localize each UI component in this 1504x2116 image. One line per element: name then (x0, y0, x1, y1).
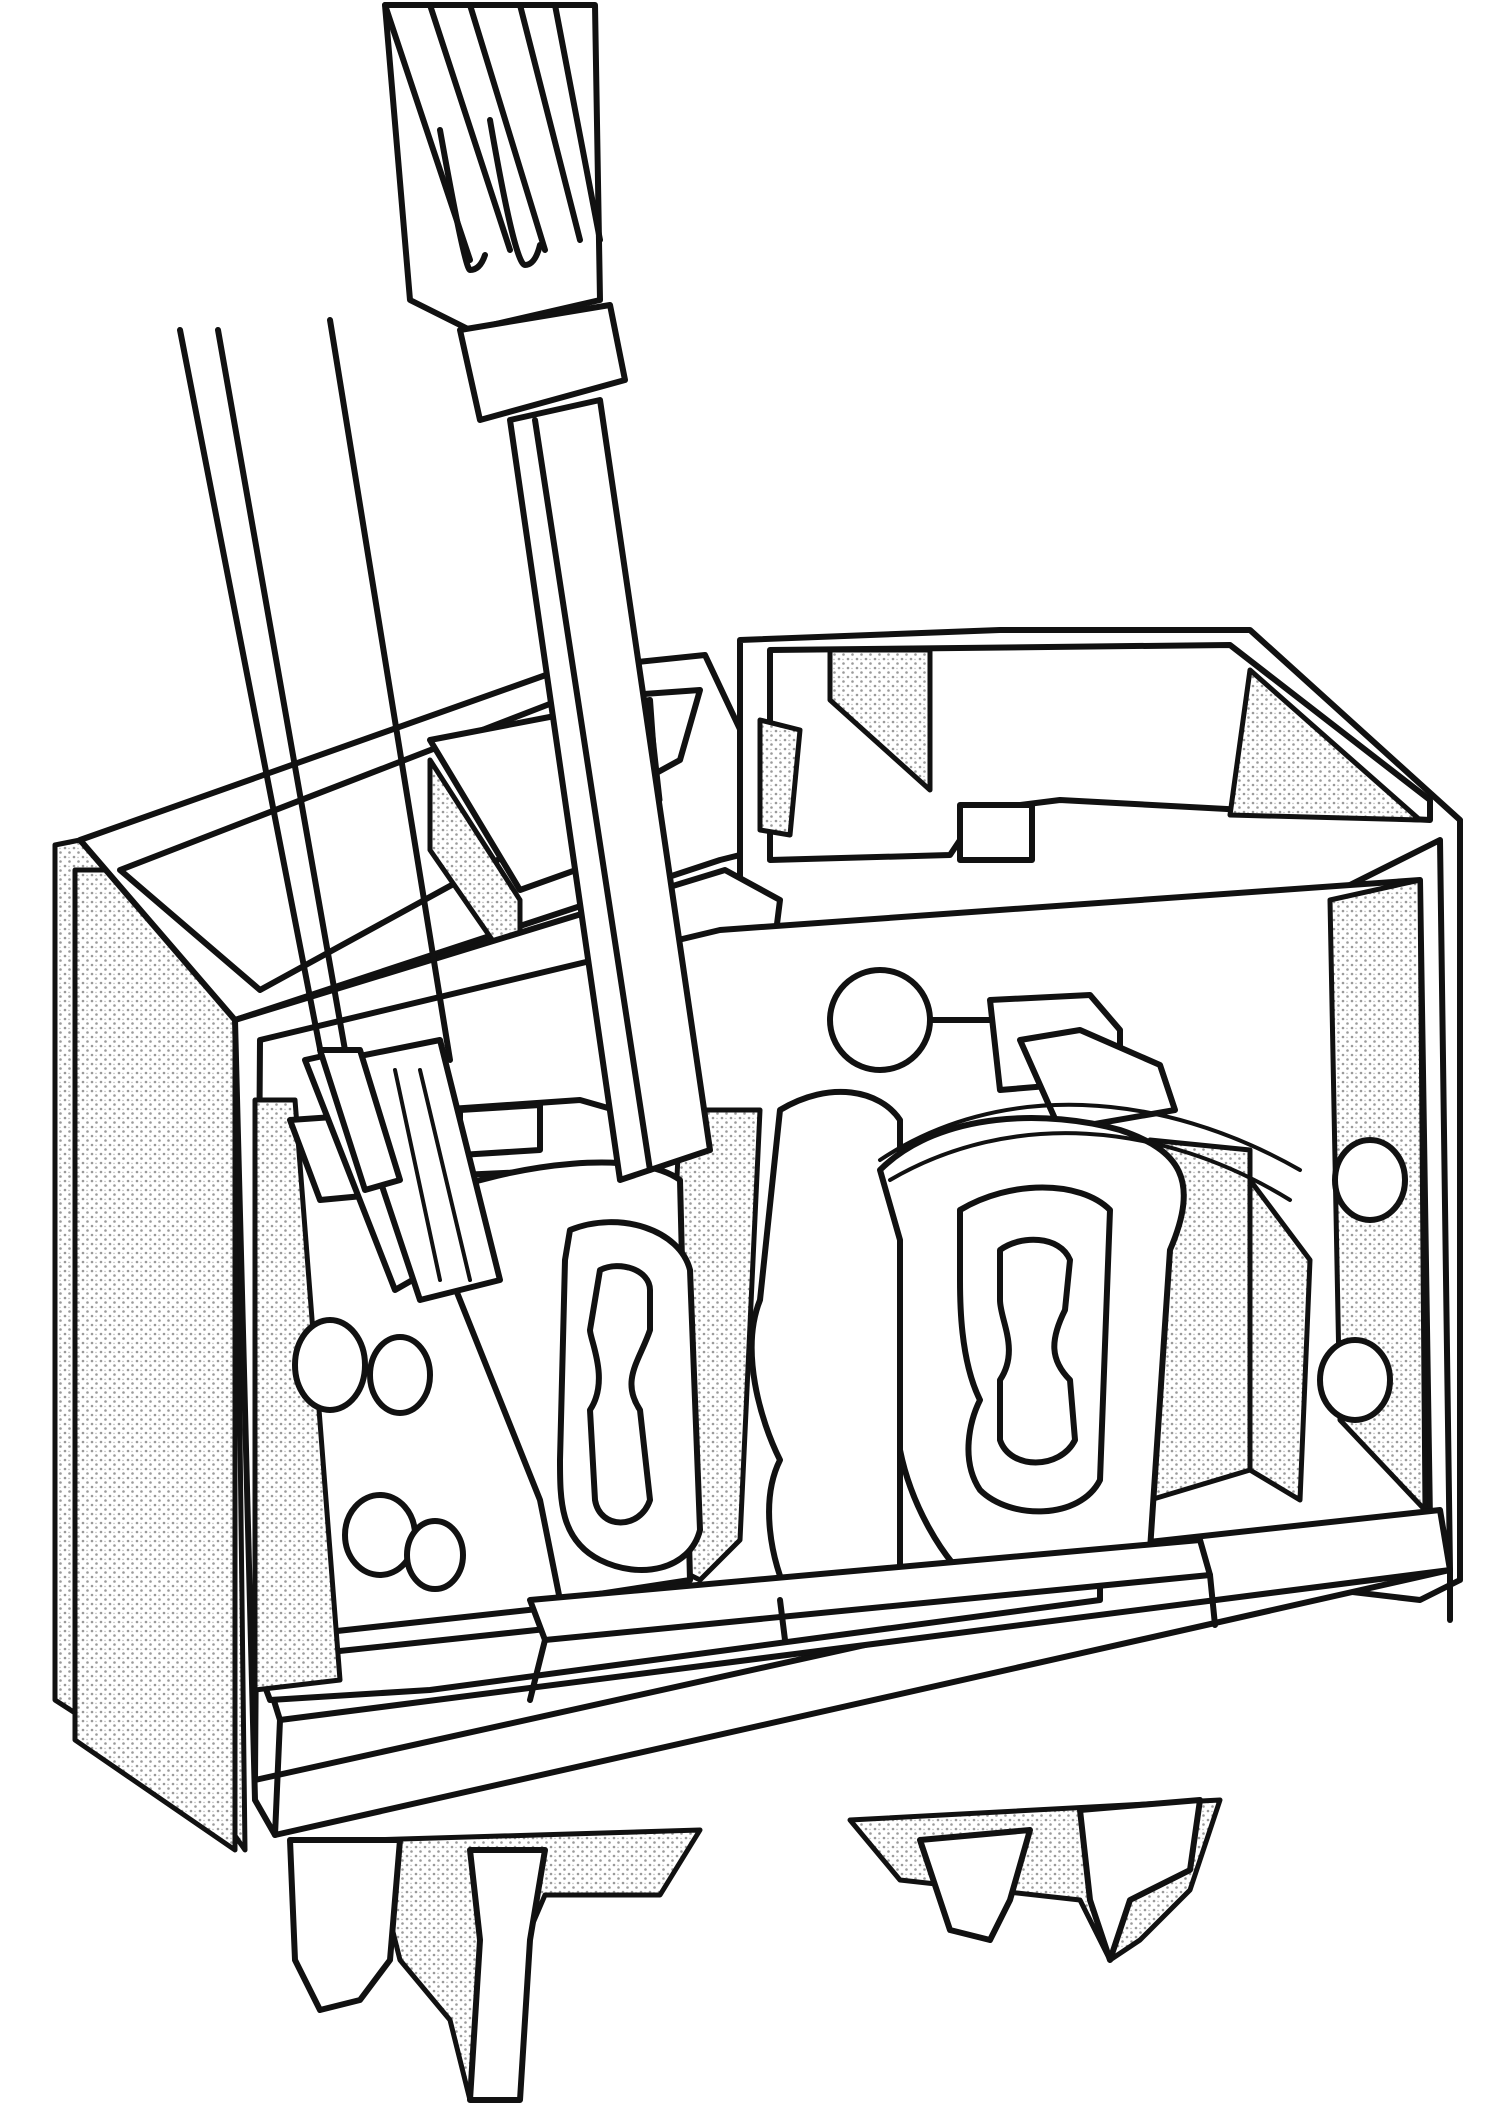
mounting-foot-left (287, 1827, 703, 2103)
terminal-housing (52, 627, 1463, 1853)
entry-hole-right (827, 967, 1178, 1133)
cage-clamp-right (748, 1088, 1408, 1603)
busbar (527, 1537, 1218, 1703)
mounting-foot-right (847, 1797, 1223, 1963)
screwdriver (317, 2, 713, 1193)
